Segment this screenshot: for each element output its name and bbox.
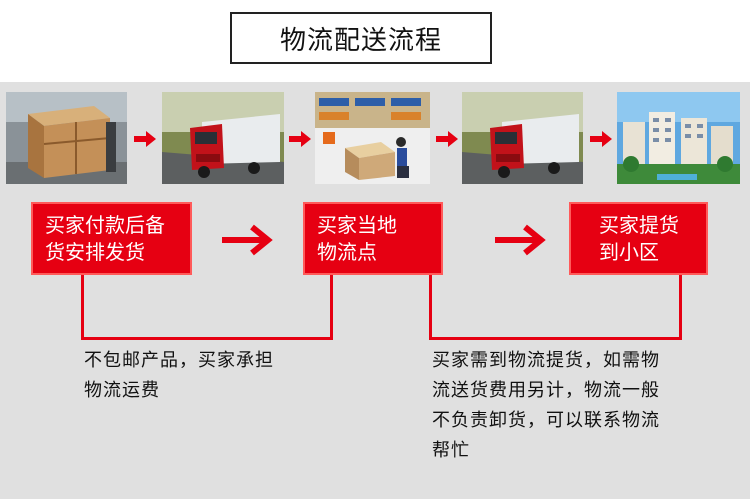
step-label: 货安排发货 (45, 240, 145, 264)
step-box-local-logistics: 买家当地 物流点 (303, 202, 443, 275)
note-line: 不负责卸货，可以联系物流 (432, 410, 660, 431)
page-title: 物流配送流程 (230, 12, 492, 64)
flow-arrow-icon (134, 131, 156, 147)
note-line: 流送货费用另计，物流一般 (432, 380, 660, 401)
note-pickup-delivery: 买家需到物流提货，如需物 流送货费用另计，物流一般 不负责卸货，可以联系物流 帮… (432, 346, 660, 466)
step-box-pickup-community: 买家提货 到小区 (569, 202, 708, 275)
note-line: 买家需到物流提货，如需物 (432, 350, 660, 371)
flow-arrow-icon (590, 131, 612, 147)
step-box-payment-shipping: 买家付款后备 货安排发货 (31, 202, 192, 275)
flow-arrow-icon (289, 131, 311, 147)
big-arrow-icon (495, 224, 546, 256)
red-truck-photo-2 (462, 92, 583, 184)
note-line: 物流运费 (84, 380, 160, 401)
wooden-crate-photo (6, 92, 127, 184)
note-shipping-fee: 不包邮产品，买家承担 物流运费 (84, 346, 274, 406)
residential-buildings-photo (617, 92, 740, 184)
bracket-connector-left (81, 275, 333, 340)
flow-arrow-icon (436, 131, 458, 147)
note-line: 帮忙 (432, 440, 470, 461)
note-line: 不包邮产品，买家承担 (84, 350, 274, 371)
step-label: 物流点 (317, 240, 377, 264)
red-truck-photo (162, 92, 284, 184)
step-label: 买家当地 (317, 213, 397, 237)
step-label: 到小区 (599, 240, 659, 264)
step-label: 买家付款后备 (45, 213, 165, 237)
big-arrow-icon (222, 224, 273, 256)
warehouse-photo (315, 92, 430, 184)
bracket-connector-right (429, 275, 682, 340)
step-label: 买家提货 (599, 213, 679, 237)
